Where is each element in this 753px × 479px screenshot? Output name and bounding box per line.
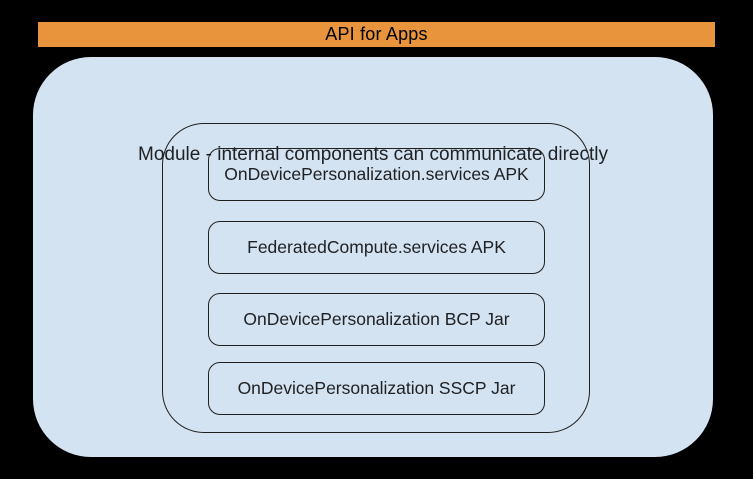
module-inner-boundary bbox=[162, 123, 590, 433]
component-box-ondevicepersonalization-services-apk: OnDevicePersonalization.services APK bbox=[208, 148, 545, 201]
module-title: Module - internal components can communi… bbox=[138, 144, 608, 165]
api-for-apps-banner-label: API for Apps bbox=[325, 24, 428, 44]
component-label: OnDevicePersonalization SSCP Jar bbox=[237, 378, 516, 398]
component-box-federatedcompute-services-apk: FederatedCompute.services APK bbox=[208, 221, 545, 274]
component-box-ondevicepersonalization-sscp-jar: OnDevicePersonalization SSCP Jar bbox=[208, 362, 545, 415]
component-box-ondevicepersonalization-bcp-jar: OnDevicePersonalization BCP Jar bbox=[208, 293, 545, 346]
component-label: OnDevicePersonalization.services APK bbox=[224, 164, 529, 184]
api-for-apps-banner: API for Apps bbox=[38, 22, 715, 47]
component-label: OnDevicePersonalization BCP Jar bbox=[243, 309, 510, 329]
component-label: FederatedCompute.services APK bbox=[247, 237, 506, 257]
